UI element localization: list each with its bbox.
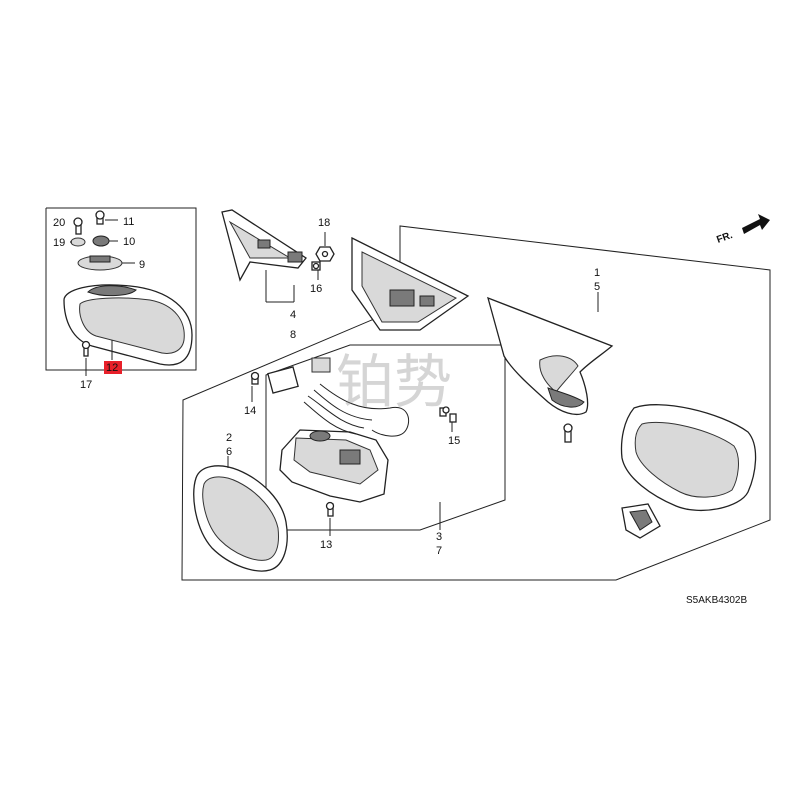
- callout-12: 12: [106, 362, 118, 374]
- inside-mirror-inset: [45, 207, 197, 371]
- nut-18: [315, 246, 335, 262]
- front-direction-arrow: FR.: [715, 214, 770, 246]
- clip-15: [439, 406, 457, 423]
- diagram-code: S5AKB4302B: [686, 595, 747, 606]
- corner-garnish-inner: [221, 209, 307, 282]
- connector: [250, 357, 331, 394]
- callout-13: 13: [320, 539, 332, 551]
- callout-12-highlight: 12: [104, 361, 122, 374]
- callout-17: 17: [80, 379, 92, 391]
- corner-garnish-outer: [351, 236, 470, 331]
- callout-16: 16: [310, 283, 322, 295]
- callout-15: 15: [448, 435, 460, 447]
- callout-9: 9: [139, 259, 145, 271]
- callout-labels: 1 5 2 6 3 7 4 8 9 10 11 12 13 14 15 16 1…: [53, 216, 600, 557]
- callout-11: 11: [123, 216, 134, 228]
- callout-7: 7: [436, 545, 442, 557]
- actuator-motor: [279, 383, 410, 503]
- mirror-cap: [620, 404, 757, 539]
- mirror-housing: [487, 296, 614, 443]
- callout-20: 20: [53, 217, 65, 229]
- clip-16: [311, 261, 321, 271]
- leader-lines: [70, 219, 599, 536]
- callout-5: 5: [594, 281, 600, 293]
- callout-3: 3: [436, 531, 442, 543]
- svg-text:FR.: FR.: [715, 230, 734, 246]
- callout-1: 1: [594, 267, 600, 279]
- inside-mirror-illustration: [63, 210, 193, 366]
- screw-13: [325, 501, 335, 517]
- watermark: 铂势: [336, 348, 452, 416]
- callout-14: 14: [244, 405, 256, 417]
- callout-8: 8: [290, 329, 296, 341]
- callout-6: 6: [226, 446, 232, 458]
- callout-2: 2: [226, 432, 232, 444]
- callout-10: 10: [123, 236, 135, 248]
- mirror-glass: [193, 465, 288, 572]
- callout-18: 18: [318, 217, 330, 229]
- callout-4: 4: [290, 309, 296, 321]
- callout-19: 19: [53, 237, 65, 249]
